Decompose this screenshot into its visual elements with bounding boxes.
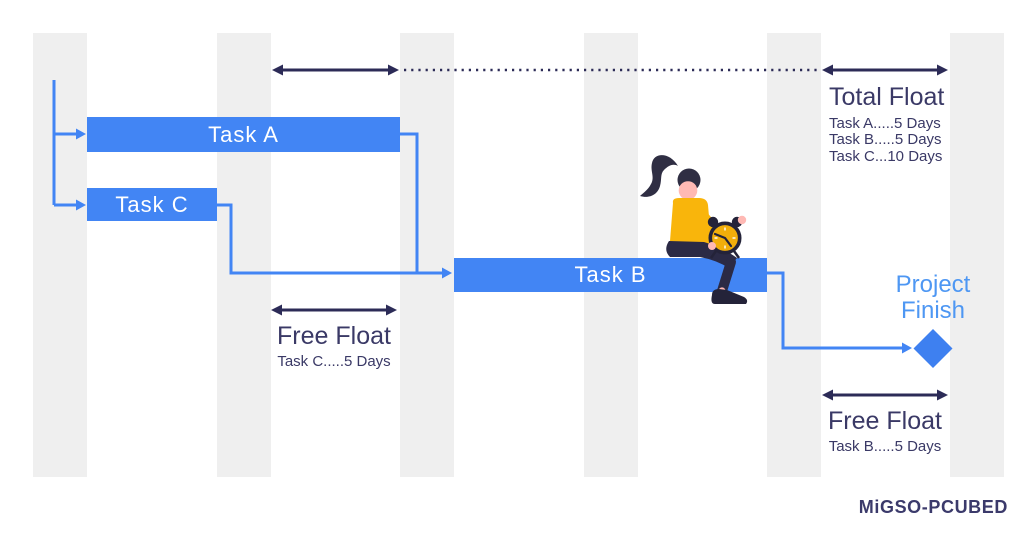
timeline-column	[767, 33, 821, 477]
alarm-clock-icon	[707, 215, 747, 259]
task-c-label: Task C	[115, 191, 189, 217]
finish-arrowhead-icon	[902, 342, 912, 354]
total-float-title: Total Float	[829, 83, 945, 111]
timeline-column	[584, 33, 638, 477]
free-float-task-b-item: Task B.....5 Days	[828, 438, 942, 455]
task-c-bar: Task C	[87, 188, 217, 221]
task-a-bar: Task A	[87, 117, 400, 152]
timeline-column	[33, 33, 87, 477]
project-finish-label: Project Finish	[873, 272, 993, 324]
free-float-task-b-annotation: Free Float Task B.....5 Days	[805, 408, 965, 455]
brand-logo: MiGSO-PCUBED	[858, 497, 1008, 517]
free-float-task-c-item: Task C.....5 Days	[277, 353, 391, 370]
total-float-item-task-a: Task A.....5 Days	[829, 115, 941, 132]
task-a-label: Task A	[208, 121, 279, 147]
timeline-column	[950, 33, 1004, 477]
timeline-column	[400, 33, 454, 477]
free-float-task-c-title: Free Float	[277, 322, 391, 350]
free-float-task-c-arrow	[271, 304, 397, 316]
project-finish-line1: Project	[895, 271, 971, 298]
milestone-diamond-icon	[913, 329, 953, 368]
timeline-column	[217, 33, 271, 477]
total-float-item-task-b: Task B.....5 Days	[829, 131, 942, 149]
total-float-span-arrow	[822, 64, 948, 76]
total-float-annotation: Total Float Task A.....5 Days Task B....…	[829, 84, 944, 165]
arm	[696, 208, 721, 241]
task-a-float-span-arrow	[272, 64, 399, 76]
free-float-task-c-annotation: Free Float Task C.....5 Days	[254, 323, 414, 370]
free-float-task-b-arrow	[822, 389, 948, 401]
free-float-task-b-title: Free Float	[828, 407, 942, 435]
task-b-label: Task B	[574, 262, 647, 287]
project-finish-line2: Finish	[900, 297, 966, 324]
ponytail	[640, 155, 678, 197]
torso-shirt	[669, 198, 712, 249]
task-b-bar: Task B	[454, 258, 767, 292]
face	[678, 181, 698, 200]
total-float-item-task-c: Task C...10 Days	[829, 147, 943, 165]
hair	[677, 168, 701, 192]
